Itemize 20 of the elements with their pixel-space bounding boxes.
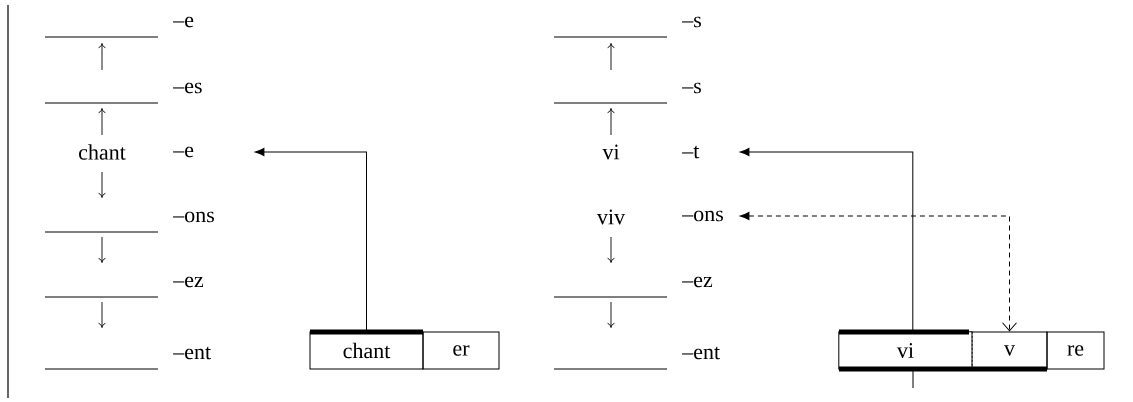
suffix-text: –ons: [682, 210, 723, 222]
suffix-text: –e: [173, 146, 194, 158]
word-cell: er: [422, 331, 500, 370]
suffix-text: –e: [173, 16, 194, 28]
arrow: [739, 211, 1017, 332]
suffix-text: –s: [682, 82, 701, 94]
suffix-text: –t: [682, 145, 700, 159]
word-stem: viv: [596, 209, 626, 225]
suffix-text: –ez: [173, 276, 204, 288]
arrow: [739, 147, 914, 333]
word-stem: vi: [602, 144, 620, 160]
suffix-text: –ent: [682, 346, 720, 360]
word-cell: re: [1046, 331, 1105, 370]
suffix-text: –ez: [682, 276, 713, 288]
arrow: [254, 147, 367, 332]
suffix-text: –es: [173, 82, 202, 94]
suffix-text: –ons: [173, 211, 214, 223]
suffix-text: –ent: [173, 346, 211, 360]
suffix-text: –s: [682, 16, 701, 28]
word-stem: chant: [79, 144, 126, 160]
